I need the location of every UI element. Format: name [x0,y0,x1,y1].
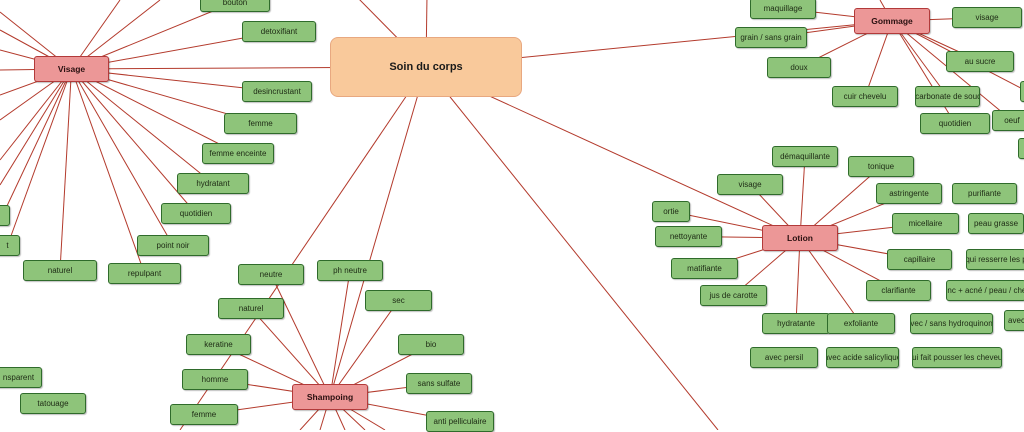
edge-line [329,66,427,398]
leaf-node[interactable]: au sucre [946,51,1014,72]
leaf-node[interactable]: démaquillante [772,146,838,167]
edge-line [799,156,806,239]
leaf-node[interactable]: nsparent [0,367,42,388]
edge-line [7,68,72,246]
leaf-node[interactable]: point noir [137,235,209,256]
leaf-node[interactable]: avec / sans hydroquinone [910,313,993,334]
leaf-node[interactable]: naturel [218,298,284,319]
leaf-node[interactable]: purifiante [952,183,1017,204]
leaf-node[interactable]: quotidien [161,203,231,224]
leaf-node[interactable]: nettoyante [655,226,722,247]
edge-line [71,68,174,246]
hub-lotion[interactable]: Lotion [762,225,838,251]
leaf-node[interactable]: homme [182,369,248,390]
leaf-node[interactable]: repulpant [108,263,181,284]
leaf-node[interactable]: avec acide salicylique [826,347,899,368]
leaf-node[interactable]: matifiante [671,258,738,279]
leaf-node[interactable]: desincrustant [242,81,312,102]
leaf-node[interactable]: visage [717,174,783,195]
edge-line [71,68,145,274]
hub-visage[interactable]: Visage [34,56,109,82]
leaf-node[interactable]: naturel [23,260,97,281]
edge-line [0,68,72,186]
edge-line [891,20,956,124]
leaf-node[interactable]: tonique [848,156,914,177]
hub-shampoing[interactable]: Shampoing [292,384,368,410]
leaf-node[interactable]: bicarbonate de soude [915,86,980,107]
root-node[interactable]: Soin du corps [330,37,522,97]
leaf-node[interactable]: t [0,235,20,256]
leaf-node[interactable]: doux [767,57,831,78]
leaf-node[interactable]: grain / sans grain [735,27,807,48]
edge-line [329,300,399,398]
leaf-node[interactable]: femme enceinte [202,143,274,164]
leaf-node[interactable]: hydratante [762,313,830,334]
edge-line [795,237,801,324]
edge-line [2,68,72,216]
edge-line [71,68,239,154]
edge-line [0,68,72,161]
leaf-node[interactable]: jus de carotte [700,285,767,306]
edge-line [425,66,719,430]
leaf-node[interactable] [0,205,10,226]
leaf-node[interactable]: cuir chevelu [832,86,898,107]
leaf-node[interactable]: zinc + acné / peau / chev [946,280,1024,301]
edge-line [59,68,72,271]
leaf-node[interactable]: clarifiante [866,280,931,301]
edge-line [329,270,351,398]
edge-line [270,274,331,398]
edge-line [71,68,197,214]
leaf-node[interactable]: astringente [876,183,942,204]
leaf-node[interactable]: neutre [238,264,304,285]
leaf-node[interactable]: tatouage [20,393,86,414]
leaf-node[interactable]: keratine [186,334,251,355]
leaf-node[interactable]: peau grasse [968,213,1024,234]
leaf-node[interactable] [1020,81,1024,102]
leaf-node[interactable]: bouton [200,0,270,12]
leaf-node[interactable]: visage [952,7,1022,28]
leaf-node[interactable]: ph neutre [317,260,383,281]
edge-line [71,68,214,184]
edge-line [799,237,862,324]
leaf-node[interactable] [1018,138,1024,159]
edge-line [250,308,331,398]
leaf-node[interactable]: hydratant [177,173,249,194]
leaf-node[interactable]: quotidien [920,113,990,134]
leaf-node[interactable]: micellaire [892,213,959,234]
leaf-node[interactable]: exfoliante [827,313,895,334]
leaf-node[interactable]: avec [1004,310,1024,331]
leaf-node[interactable]: bio [398,334,464,355]
leaf-node[interactable]: sans sulfate [406,373,472,394]
leaf-node[interactable]: femme [224,113,297,134]
leaf-node[interactable]: anti pelliculaire [426,411,494,432]
hub-gommage[interactable]: Gommage [854,8,930,34]
leaf-node[interactable]: ortie [652,201,690,222]
leaf-node[interactable]: qui fait pousser les cheveux [912,347,1002,368]
leaf-node[interactable]: sec [365,290,432,311]
leaf-node[interactable]: maquillage [750,0,816,19]
leaf-node[interactable]: capillaire [887,249,952,270]
leaf-node[interactable]: oeuf [992,110,1024,131]
leaf-node[interactable]: detoxifiant [242,21,316,42]
leaf-node[interactable]: avec persil [750,347,818,368]
leaf-node[interactable]: qui resserre les p [966,249,1024,270]
leaf-node[interactable]: femme [170,404,238,425]
